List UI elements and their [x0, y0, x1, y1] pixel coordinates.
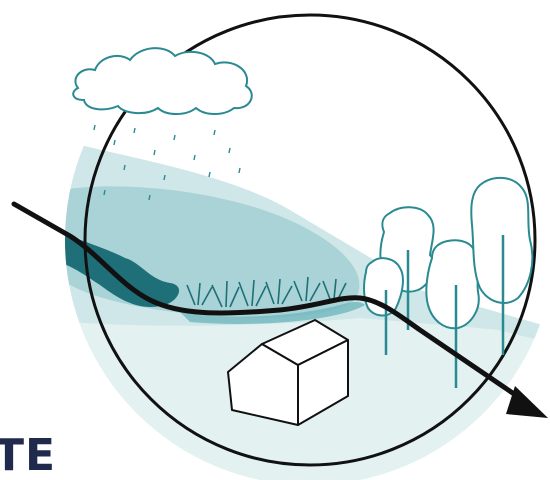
corner-text: TE	[0, 434, 56, 478]
